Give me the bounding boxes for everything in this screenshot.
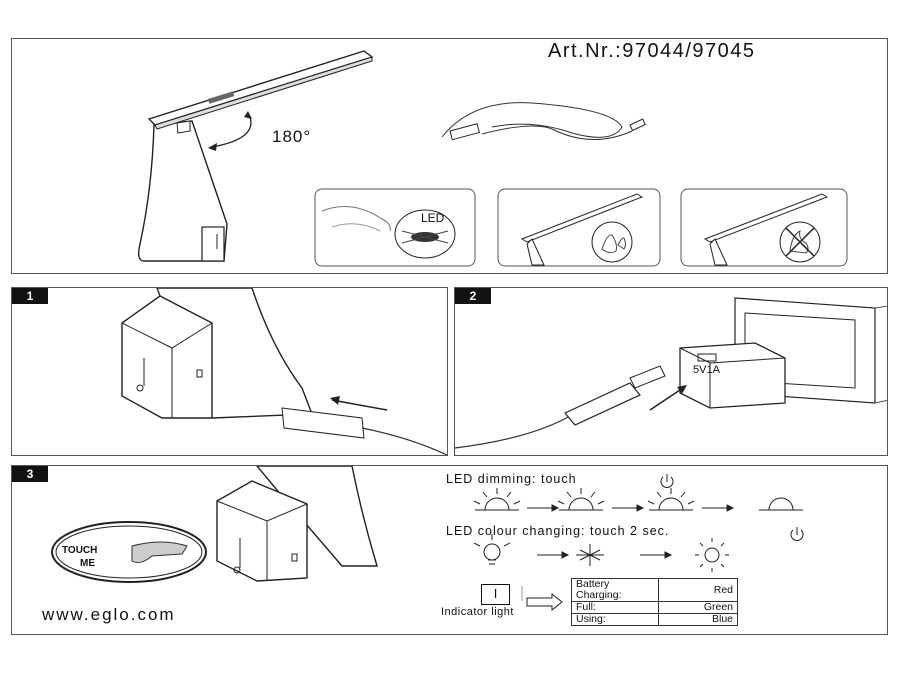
step-1-drawing (121, 288, 447, 455)
step-1-panel: 1 (11, 287, 448, 456)
status-color: Red (658, 578, 738, 602)
touch-me-button-line1: TOUCH (62, 545, 98, 556)
sun-icon (695, 538, 729, 572)
rotation-label: 180° (272, 127, 312, 146)
led-colour-text: LED colour changing: touch 2 sec. (446, 524, 670, 538)
status-row: Full: Green (571, 601, 738, 614)
bulb-icon (473, 534, 511, 565)
status-state: Full: (571, 601, 659, 614)
adapter-label: 5V1A (693, 364, 720, 376)
touch-me-button-line2: ME (80, 558, 95, 569)
indicator-light-symbol: I (481, 584, 510, 605)
step-2-label: 2 (455, 288, 491, 304)
step-3-panel: 3 (11, 465, 888, 635)
arrow-icon (527, 504, 735, 559)
step-3-label: 3 (12, 466, 48, 482)
step-2-panel: 2 (454, 287, 888, 456)
status-color: Blue (658, 613, 738, 626)
indicator-light-label: Indicator light (441, 606, 514, 618)
led-dimming-text: LED dimming: touch (446, 472, 577, 486)
light-symbols (473, 474, 804, 612)
overview-panel (11, 38, 888, 274)
power-icon (660, 474, 804, 541)
status-color: Green (658, 601, 738, 614)
step-1-label: 1 (12, 288, 48, 304)
led-label: LED (421, 211, 445, 225)
status-row: Using: Blue (571, 613, 738, 626)
website: www.eglo.com (42, 605, 176, 624)
sun-dim-icon (473, 488, 521, 511)
snowflake-icon (576, 544, 604, 566)
step-2-drawing (455, 297, 887, 449)
status-state: Using: (571, 613, 659, 626)
article-number: Art.Nr.:97044/97045 (548, 40, 756, 62)
step-3-drawing (51, 466, 523, 601)
lamp-overview-drawing (137, 50, 848, 267)
